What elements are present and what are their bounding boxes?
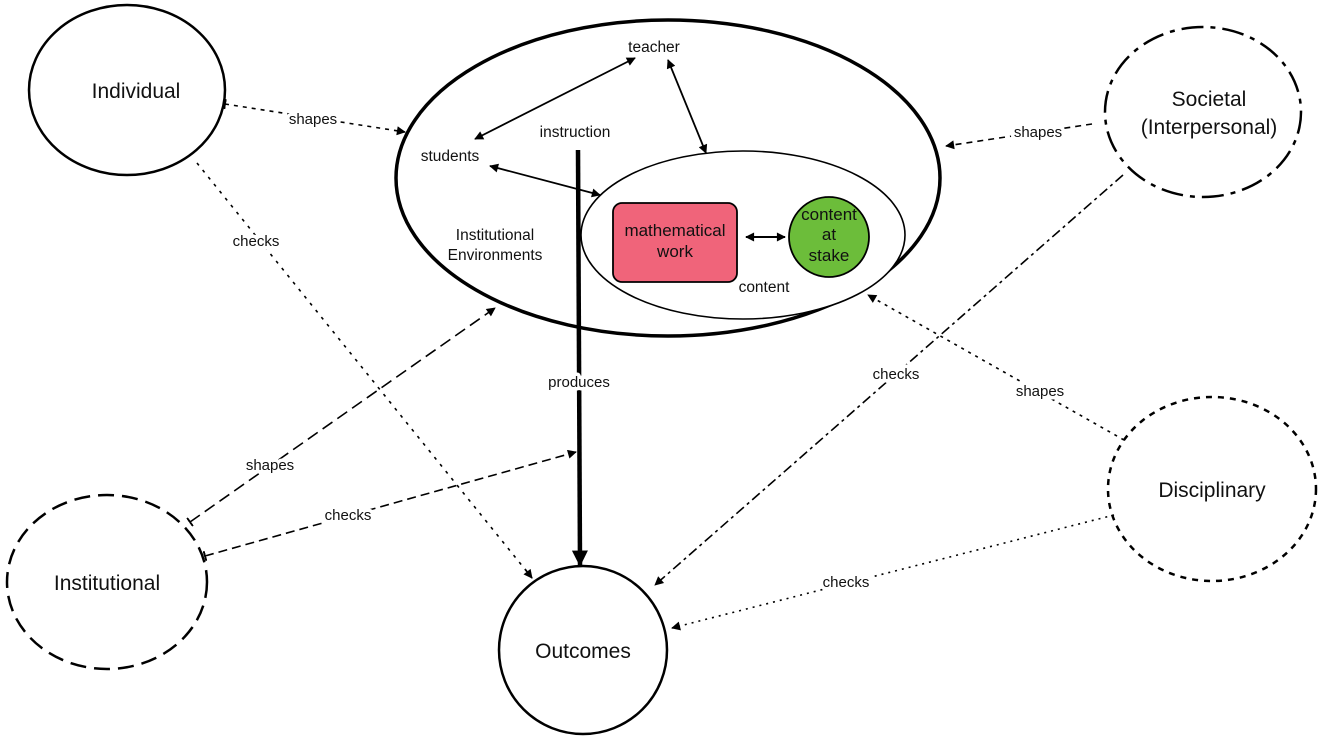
institutional-shapes-arrow <box>186 307 496 527</box>
environments-label-line2: Environments <box>448 247 543 264</box>
disciplinary-checks-arrow <box>671 514 1115 631</box>
produces-arrow <box>571 149 588 567</box>
students-content-arrow <box>489 163 601 198</box>
societal-node <box>1103 25 1303 199</box>
societal-label-line2: (Interpersonal) <box>1141 116 1278 139</box>
individual-checks-head <box>523 568 533 579</box>
individual-label: Individual <box>92 80 181 103</box>
individual-checks-label: checks <box>233 233 280 250</box>
mathematical-work-line1: mathematical <box>624 221 725 240</box>
content-at-stake-line3: stake <box>809 246 850 265</box>
individual-shapes-arrow <box>223 98 406 136</box>
disciplinary-shapes-label: shapes <box>1016 383 1064 400</box>
societal-label-line1: Societal <box>1172 88 1247 111</box>
institutional-label: Institutional <box>54 572 160 595</box>
institutional-checks-label: checks <box>325 507 372 524</box>
mathematical-work-line2: work <box>656 242 693 261</box>
mathematical-work-box <box>612 202 738 283</box>
institutional-checks-arrow <box>202 449 577 562</box>
societal-shapes-label: shapes <box>1014 124 1062 141</box>
teacher-label: teacher <box>628 39 680 56</box>
disciplinary-label: Disciplinary <box>1158 479 1266 502</box>
environments-label-line1: Institutional <box>456 227 534 244</box>
individual-shapes-label: shapes <box>289 111 337 128</box>
content-at-stake-line1: content <box>801 205 857 224</box>
teacher-content-arrow <box>666 59 708 154</box>
societal-checks-arrow <box>654 174 1124 586</box>
societal-shapes-arrow <box>945 123 1093 150</box>
students-label: students <box>421 148 480 165</box>
outcomes-label: Outcomes <box>535 640 631 663</box>
disciplinary-shapes-arrow <box>867 294 1125 441</box>
produces-label: produces <box>548 374 610 391</box>
individual-node <box>27 3 227 177</box>
institutional-node <box>5 493 209 671</box>
disciplinary-checks-label: checks <box>823 574 870 591</box>
content-at-stake-line2: at <box>822 225 836 244</box>
content-at-stake-circle <box>788 196 870 278</box>
disciplinary-node <box>1106 395 1318 583</box>
societal-checks-label: checks <box>873 366 920 383</box>
instruction-label: instruction <box>540 124 611 141</box>
content-label: content <box>739 279 791 296</box>
institutional-shapes-label: shapes <box>246 457 294 474</box>
students-teacher-arrow <box>474 57 636 140</box>
